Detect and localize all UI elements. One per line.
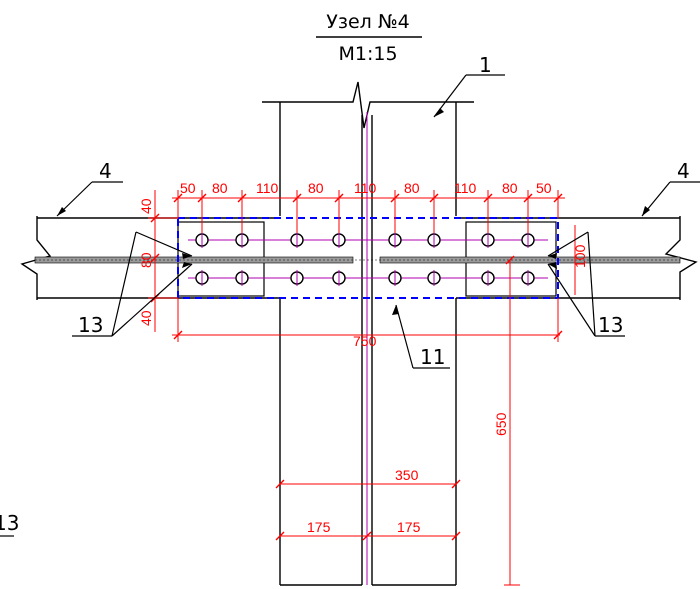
leader-label-plate: 11 — [420, 345, 445, 369]
dimension-tick — [292, 193, 302, 203]
dimension-lines — [148, 190, 576, 586]
dim-label: 50 — [180, 180, 196, 196]
dimension-tick — [451, 479, 461, 489]
dim-label: 110 — [354, 180, 377, 196]
dim-vertical-top: 40 — [138, 198, 154, 214]
dimension-tick — [429, 193, 439, 203]
dim-half-left: 175 — [307, 519, 331, 535]
leader-arrowheads — [57, 108, 650, 315]
dim-label: 80 — [308, 180, 324, 196]
leader-labels: 1 4 4 11 13 13 13 — [0, 53, 690, 535]
dimension-tick — [197, 193, 207, 203]
dim-label: 80 — [502, 180, 518, 196]
dim-vertical-right: 100 — [572, 244, 588, 268]
dimension-tick — [275, 479, 285, 489]
dimension-tick — [362, 531, 372, 541]
weld-strip — [34, 256, 681, 264]
leader-label-beam-right: 4 — [677, 159, 690, 183]
dimension-labels: 750 40 80 40 100 650 350 175 175 — [138, 198, 588, 535]
dim-vertical-middle: 80 — [138, 252, 154, 268]
column — [262, 81, 474, 586]
plate-hidden-outline — [177, 217, 559, 299]
leader-lines — [56, 74, 700, 369]
dim-half-right: 175 — [397, 519, 421, 535]
dim-plate-length: 750 — [353, 333, 377, 349]
dimension-tick — [275, 531, 285, 541]
leader-label-column: 1 — [479, 53, 492, 77]
dimension-tick — [237, 193, 247, 203]
dim-label: 110 — [256, 180, 279, 196]
title-scale: М1:15 — [338, 43, 397, 65]
title-node-name: Узел №4 — [326, 11, 409, 33]
dim-label: 80 — [212, 180, 228, 196]
dimension-tick — [483, 193, 493, 203]
dimension-tick — [150, 213, 160, 223]
dim-column-width: 350 — [395, 467, 419, 483]
dimension-tick — [334, 193, 344, 203]
dimension-tick — [523, 193, 533, 203]
dimension-tick — [505, 255, 515, 265]
dim-label: 50 — [536, 180, 552, 196]
bolt-group — [188, 232, 548, 286]
leader-label-beam-left: 4 — [99, 159, 112, 183]
dimension-tick — [451, 531, 461, 541]
top-dimension-labels: 50 80 110 80 110 80 110 80 50 — [180, 180, 552, 196]
dimension-tick — [150, 253, 160, 263]
leader-label-weld-left: 13 — [78, 313, 103, 337]
dimension-ticks — [150, 190, 563, 541]
dim-label: 110 — [454, 180, 477, 196]
dimension-tick — [173, 330, 183, 340]
dimension-tick — [553, 330, 563, 340]
dim-vertical-long: 650 — [493, 412, 509, 436]
dim-label: 80 — [404, 180, 420, 196]
leader-label-edge-fragment: 13 — [0, 511, 19, 535]
leader-label-weld-right: 13 — [598, 313, 623, 337]
dim-vertical-bottom: 40 — [138, 310, 154, 326]
dimension-tick — [390, 193, 400, 203]
